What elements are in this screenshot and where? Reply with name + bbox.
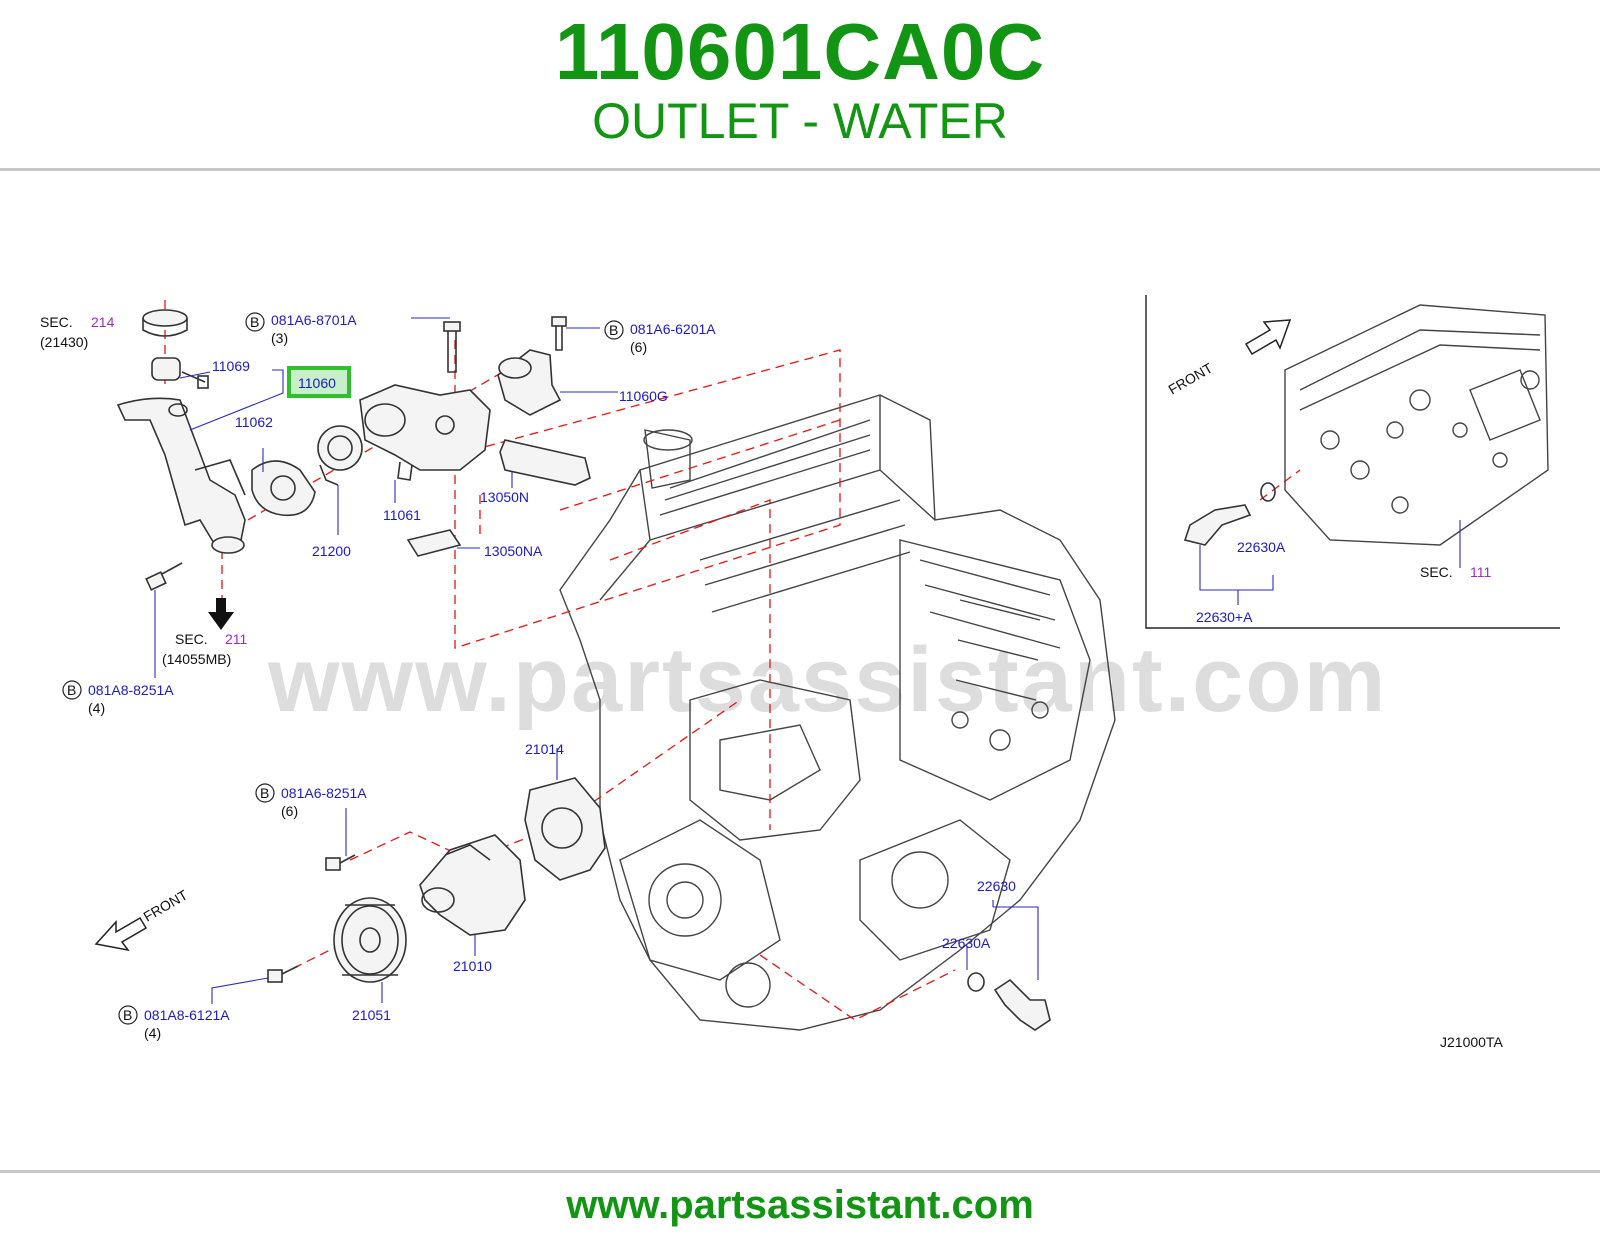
sec-211-link: 211 xyxy=(225,631,248,647)
bolt-081A8-6121A-part xyxy=(267,965,299,983)
front-arrow-inset-icon xyxy=(1244,319,1292,356)
label-11061: 11061 xyxy=(383,507,421,523)
label-13050N: 13050N xyxy=(480,489,529,505)
sec-214-sub: (21430) xyxy=(40,334,88,350)
sec-214-word: SEC. xyxy=(40,314,73,330)
gasket-11062-part xyxy=(251,460,316,517)
temp-sensor-inset-part xyxy=(1183,482,1276,546)
qty-081A6-8251A: (6) xyxy=(281,803,298,819)
pulley-21051-part xyxy=(333,897,407,983)
label-081A8-6121A: 081A8-6121A xyxy=(144,1007,230,1023)
front-label: FRONT xyxy=(141,886,191,924)
label-22630: 22630 xyxy=(977,878,1016,894)
sec-111-link: 111 xyxy=(1470,564,1491,580)
qty-081A8-8251A: (4) xyxy=(88,700,105,716)
b-marker-5: B xyxy=(123,1007,132,1023)
b-marker-icon xyxy=(245,312,265,332)
label-081A6-8251A: 081A6-8251A xyxy=(281,785,367,801)
bolt-081A8-8251A-part xyxy=(145,562,183,591)
front-arrow-icon xyxy=(94,916,148,952)
b-marker-3: B xyxy=(67,682,76,698)
inset-panel: FRONT 22630A 22630+A SEC. 111 xyxy=(1145,295,1560,629)
sec-214-link: 214 xyxy=(91,314,115,330)
label-11069: 11069 xyxy=(212,358,250,374)
flow-arrow-icon xyxy=(208,598,234,630)
qty-081A8-6121A: (4) xyxy=(144,1025,161,1041)
footer-website[interactable]: www.partsassistant.com xyxy=(566,1183,1034,1227)
callout-labels: SEC. 214 (21430) 11069 11060 11062 11061… xyxy=(40,312,1503,1050)
water-outlet-11060-part xyxy=(116,397,246,554)
b-marker-icon xyxy=(604,320,624,340)
cylinder-head-part xyxy=(1284,304,1549,546)
highlight-box-11060 xyxy=(287,366,351,398)
b-marker-icon xyxy=(255,783,275,803)
radiator-cap-part xyxy=(142,309,188,337)
sec-111-word: SEC. xyxy=(1420,564,1453,580)
header-divider xyxy=(0,168,1600,171)
b-marker-icon xyxy=(118,1005,138,1025)
part-number-title: 110601CA0C xyxy=(554,7,1046,96)
b-marker-4: B xyxy=(260,785,269,801)
gasket-21014-part xyxy=(524,777,606,881)
label-22630A-inset: 22630A xyxy=(1237,539,1286,555)
label-081A8-8251A: 081A8-8251A xyxy=(88,682,174,698)
assembly-lines xyxy=(164,300,1301,1021)
fitting-11069-part xyxy=(151,357,209,389)
label-11060-highlighted: 11060 xyxy=(298,375,336,391)
water-pump-21010-part xyxy=(419,834,526,936)
thermostat-21200-part xyxy=(317,425,363,486)
label-081A6-8701A: 081A6-8701A xyxy=(271,312,357,328)
watermark: www.partsassistant.com xyxy=(268,629,1388,731)
label-22630plusA: 22630+A xyxy=(1196,609,1253,625)
b-marker-2: B xyxy=(609,322,618,338)
label-21010: 21010 xyxy=(453,958,492,974)
b-marker-icon xyxy=(62,680,82,700)
bolt-081A6-8251A-part xyxy=(325,854,356,871)
b-marker-1: B xyxy=(250,314,259,330)
front-inset-label: FRONT xyxy=(1166,359,1216,397)
part-name-subtitle: OUTLET - WATER xyxy=(592,93,1008,149)
page-header: 110601CA0C OUTLET - WATER xyxy=(0,0,1600,168)
water-inlet-11061-part xyxy=(359,384,491,481)
sec-211-sub: (14055MB) xyxy=(162,651,231,667)
elbow-11060G-part xyxy=(497,349,562,416)
qty-081A6-8701A: (3) xyxy=(271,330,288,346)
label-21051: 21051 xyxy=(352,1007,391,1023)
gasket-13050NA-part xyxy=(406,529,462,557)
engine-illustration xyxy=(559,394,1116,1031)
gasket-13050N-part xyxy=(499,439,591,486)
bolt-081A6-8701A-part xyxy=(443,321,461,373)
sec-211-word: SEC. xyxy=(175,631,208,647)
diagram-code: J21000TA xyxy=(1440,1034,1503,1050)
label-13050NA: 13050NA xyxy=(484,543,543,559)
footer-divider xyxy=(0,1170,1600,1173)
qty-081A6-6201A: (6) xyxy=(630,339,647,355)
label-11062: 11062 xyxy=(235,414,273,430)
bolt-081A6-6201A-part xyxy=(551,316,567,351)
leader-lines xyxy=(154,317,1039,1004)
label-22630A: 22630A xyxy=(942,935,991,951)
label-21200: 21200 xyxy=(312,543,351,559)
label-21014: 21014 xyxy=(525,741,564,757)
label-081A6-6201A: 081A6-6201A xyxy=(630,321,716,337)
temp-sensor-22630-part xyxy=(967,972,1051,1031)
label-11060G: 11060G xyxy=(619,388,668,404)
